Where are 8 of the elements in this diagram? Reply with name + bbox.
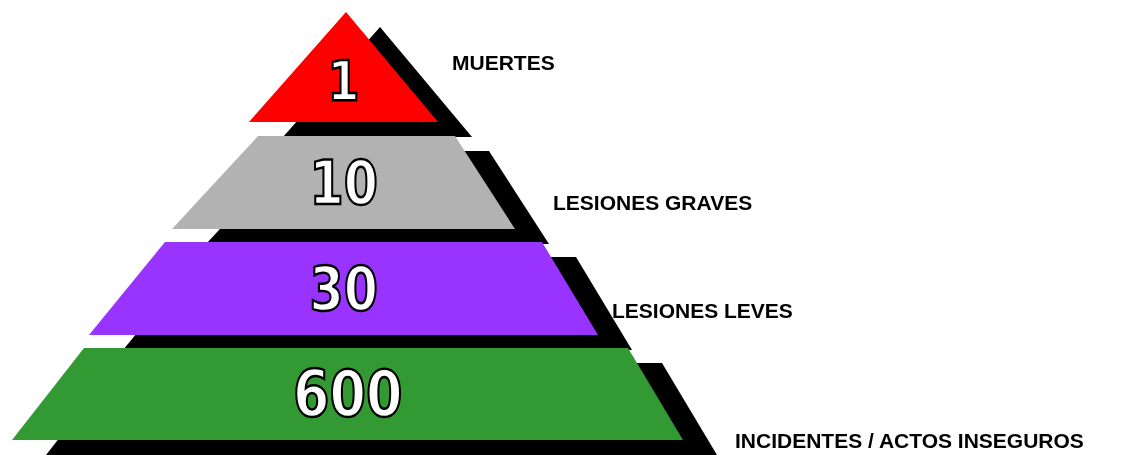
layer-number: 10 [309, 152, 378, 213]
layer-label: MUERTES [452, 52, 555, 73]
layer-label: INCIDENTES / ACTOS INSEGUROS [735, 430, 1084, 451]
layer-number: 1 [327, 53, 360, 109]
layer-number: 30 [309, 258, 378, 319]
layer-label: LESIONES LEVES [612, 300, 793, 321]
layer-label: LESIONES GRAVES [553, 192, 753, 213]
layer-number: 600 [292, 362, 403, 426]
